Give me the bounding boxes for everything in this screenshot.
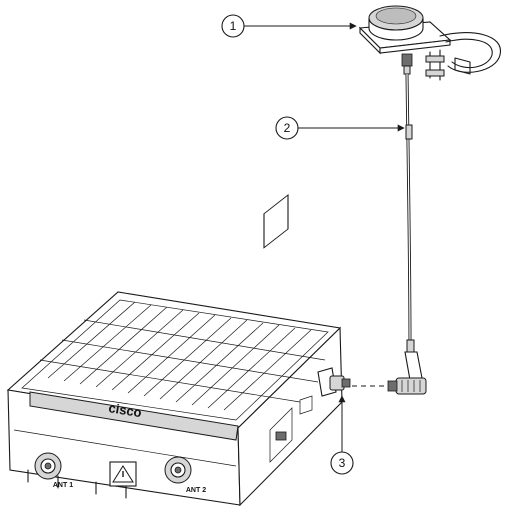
access-point-unit: cisco ANT 1 ANT 2: [6, 194, 351, 507]
side-antenna-port: [317, 367, 351, 397]
ant1-connector: ANT 1: [34, 452, 73, 489]
svg-text:3: 3: [339, 456, 346, 470]
callout-2: 2: [275, 116, 405, 140]
warning-label-icon: [109, 461, 137, 487]
svg-text:2: 2: [284, 121, 291, 135]
svg-text:ANT 2: ANT 2: [186, 487, 206, 494]
svg-text:1: 1: [230, 19, 237, 33]
callout-1: 1: [221, 14, 357, 38]
ant2-connector: ANT 2: [164, 456, 206, 494]
cisco-logo: cisco: [108, 400, 143, 420]
svg-text:ANT 1: ANT 1: [53, 482, 73, 489]
antenna-mount-assembly: [358, 5, 501, 81]
callout-3: 3: [330, 395, 354, 475]
heat-sink-fins: [39, 301, 326, 411]
antenna-cable: [387, 73, 427, 395]
